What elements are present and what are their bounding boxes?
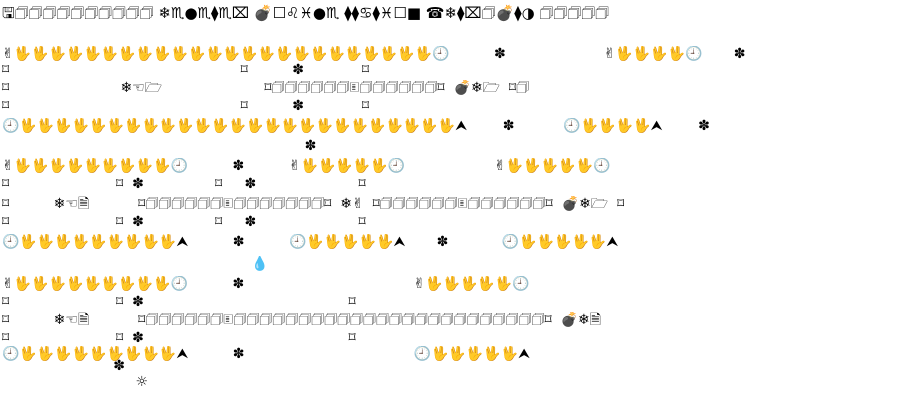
glyph-line: ⌑ ⌑ ✽ ⌑ ✽ ⌑ — [2, 214, 366, 230]
glyph-line: ☼ — [2, 374, 149, 390]
glyph-line: 💧 — [2, 256, 269, 272]
glyph-line: 🕘🖖🖖🖖🖖🖖🖖🖖🖖🖖⮝ ✽ 🕘🖖🖖🖖🖖🖖⮝ — [2, 346, 531, 362]
glyph-line: ⌑ ⌑ ✽ ⌑ ✽ ⌑ — [2, 176, 366, 192]
glyph-line: ⌑ ❄☜🗎 ⌑🗇🗇🗇🗇🗇🗇🗉🗇🗇🗇🗇🗇🗇🗇⌑ ❄✌ ⌑🗇🗇🗇🗇🗇🗇🗉🗇🗇🗇🗇🗇🗇… — [2, 196, 625, 212]
glyph-line: ⌑ ❄☜🗎 ⌑🗇🗇🗇🗇🗇🗇🗉🗇🗇🗇🗇🗇🗇🗇🗇🗇🗇🗇🗇🗇🗇🗇🗇🗇🗇🗇🗇🗇🗇🗇🗇⌑ … — [2, 312, 602, 328]
glyph-line: ⌑ ⌑ ✽ ⌑ — [2, 294, 356, 310]
glyph-line: ✌🖖🖖🖖🖖🖖🖖🖖🖖🖖🖖🖖🖖🖖🖖🖖🖖🖖🖖🖖🖖🖖🖖🖖🖖🕘 ✽ ✌🖖🖖🖖🖖🕘 ✽ — [2, 46, 746, 62]
glyph-line: ✽ — [2, 358, 125, 374]
glyph-line: ⌑ ⌑ ✽ ⌑ — [2, 98, 370, 114]
glyph-line: ✌🖖🖖🖖🖖🖖🖖🖖🖖🖖🕘 ✽ ✌🖖🖖🖖🖖🖖🕘 ✌🖖🖖🖖🖖🖖🕘 — [2, 158, 611, 174]
header-line: 🖫🗇🗇🗇🗇🗇🗇🗇🗇🗇🗇 ❄♏●♏⧫♏⌧ 💣☐♌♓●♏ ⧫⧫♋⧫♓☐■ ☎❄⧫⌧🗇… — [2, 4, 609, 22]
glyph-line: 🕘🖖🖖🖖🖖🖖🖖🖖🖖🖖⮝ ✽ 🕘🖖🖖🖖🖖🖖⮝ ✽ 🕘🖖🖖🖖🖖🖖⮝ — [2, 234, 619, 250]
glyph-line: 🕘🖖🖖🖖🖖🖖🖖🖖🖖🖖🖖🖖🖖🖖🖖🖖🖖🖖🖖🖖🖖🖖🖖🖖🖖🖖⮝ ✽ 🕘🖖🖖🖖🖖⮝ ✽ — [2, 118, 710, 134]
glyph-line: ⌑ ⌑ ✽ ⌑ — [2, 330, 356, 346]
glyph-line: ⌑ ⌑ ✽ ⌑ — [2, 62, 370, 78]
glyph-line: ✌🖖🖖🖖🖖🖖🖖🖖🖖🖖🕘 ✽ ✌🖖🖖🖖🖖🖖🕘 — [2, 276, 530, 292]
glyph-line: ✽ — [2, 138, 317, 154]
glyph-line: ⌑ ❄☜🗁 ⌑🗇🗇🗇🗇🗇🗇🗉🗇🗇🗇🗇🗇🗇⌑ 💣❄🗁 ⌑🗇 — [2, 80, 530, 96]
